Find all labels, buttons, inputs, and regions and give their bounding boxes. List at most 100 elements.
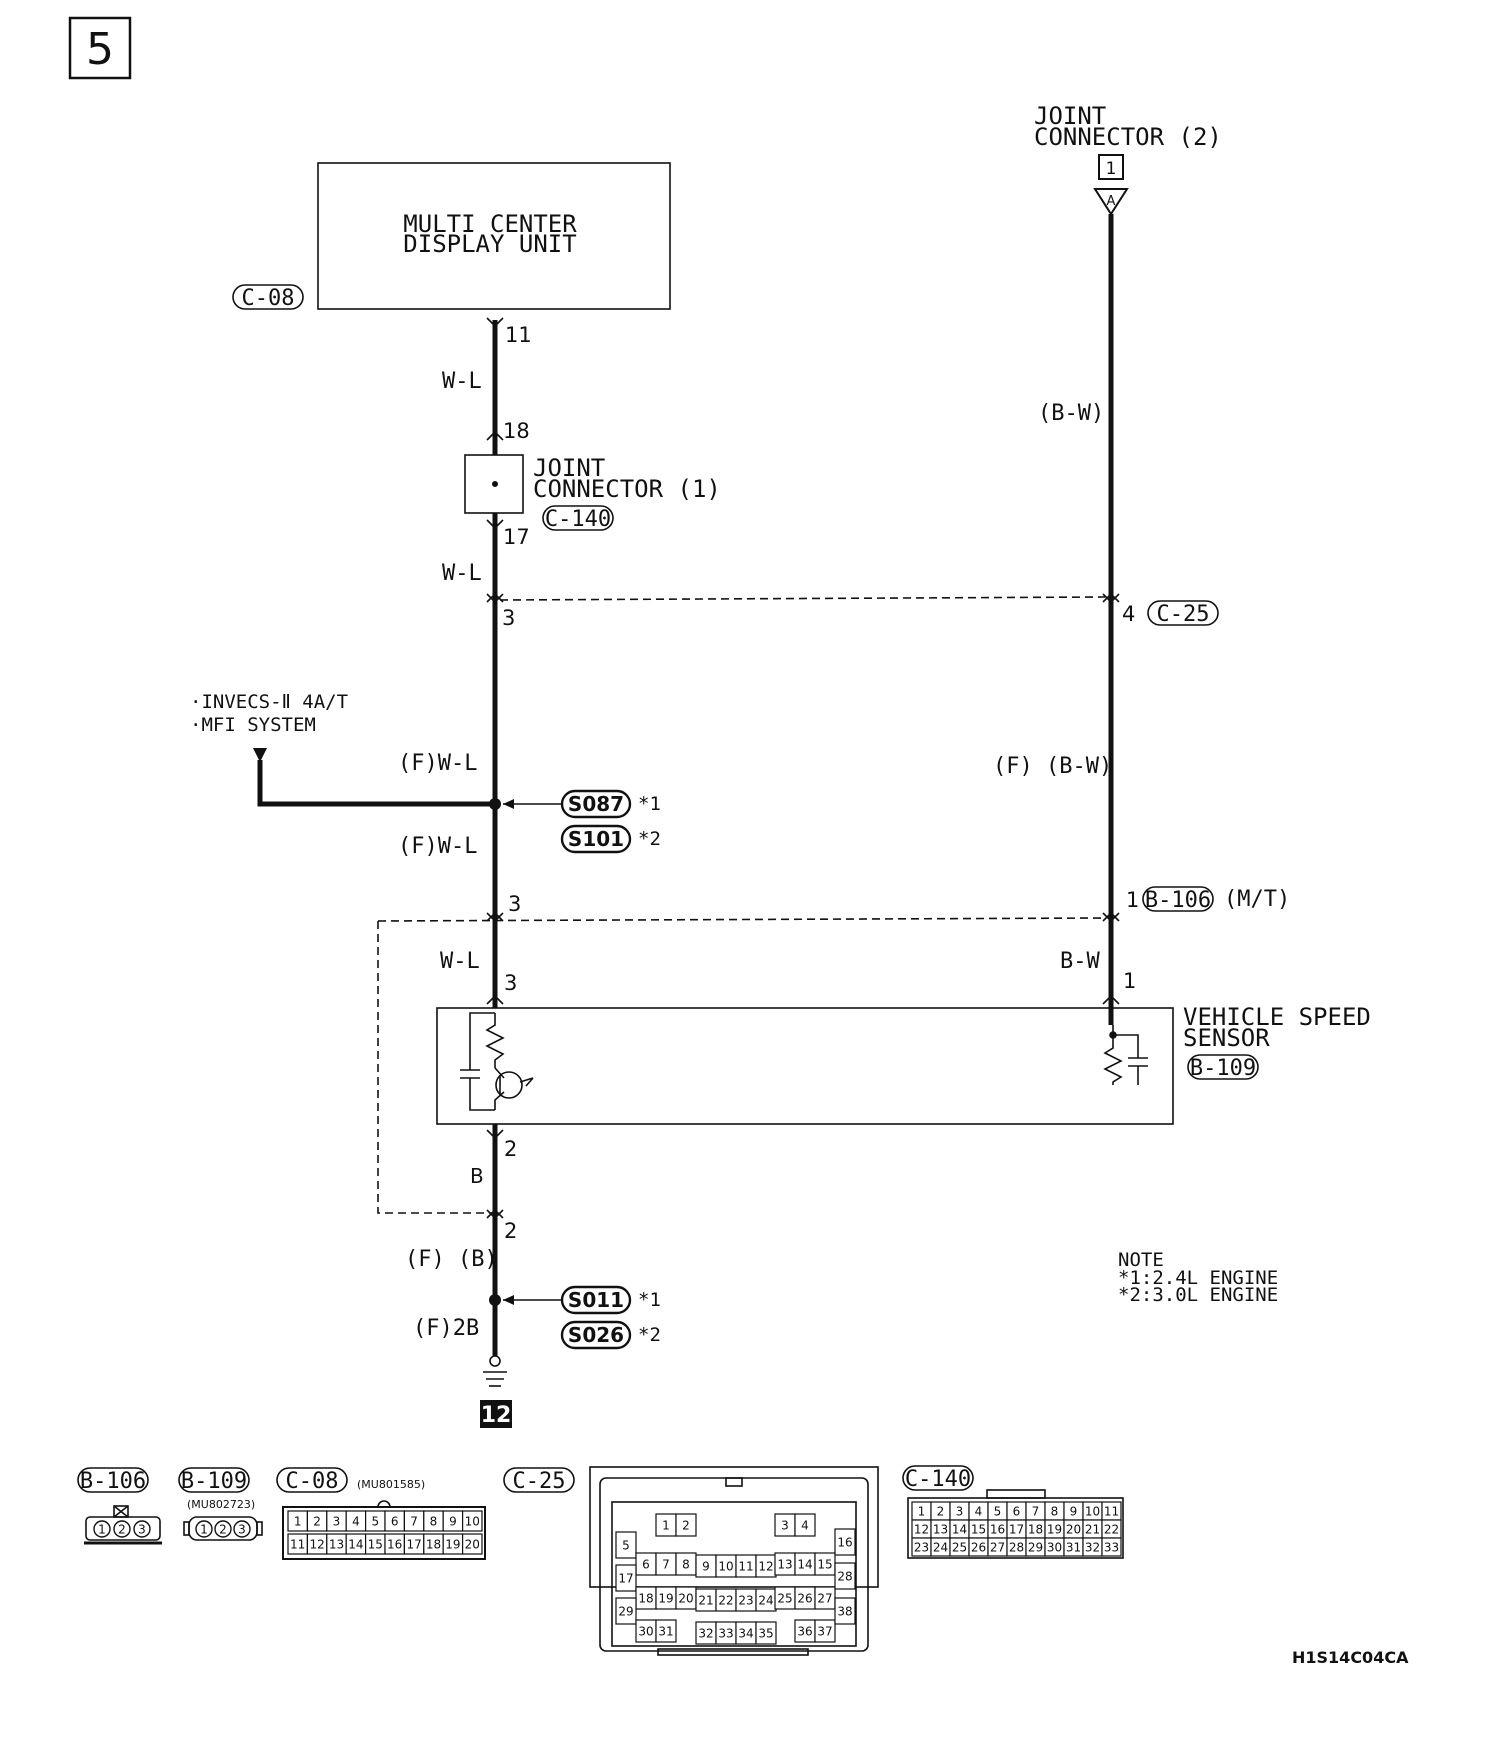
connector-c08-number: 19 [445, 1538, 460, 1552]
connector-c25-number: 25 [777, 1592, 792, 1606]
connector-c140-number: 31 [1066, 1541, 1081, 1555]
connector-c25-number: 1 [662, 1519, 670, 1533]
connector-c25-cell [655, 1619, 677, 1643]
connector-c140-number: 24 [933, 1541, 948, 1555]
connector-c08-cell [462, 1510, 483, 1532]
connector-c140-number: 6 [1013, 1505, 1021, 1519]
wire-color-b: B [470, 1164, 484, 1188]
wire-color-wl-2: W-L [442, 561, 482, 586]
view-label-c140: C-140 [905, 1467, 971, 1492]
connector-c140-number: 11 [1104, 1505, 1119, 1519]
terminal-mark [1102, 994, 1120, 1005]
terminal-mark [1102, 911, 1120, 923]
connector-c25-number: 7 [662, 1558, 670, 1572]
connector-c25-number: 8 [682, 1558, 690, 1572]
connector-c140-number: 17 [1009, 1523, 1024, 1537]
connector-c25-cell [834, 1597, 856, 1625]
connector-c140-number: 27 [990, 1541, 1005, 1555]
vehicle-speed-sensor-box [436, 1007, 1174, 1125]
splice-point-lower [489, 1294, 501, 1306]
connector-c25-number: 2 [682, 1519, 690, 1533]
connector-c08-number: 2 [313, 1515, 321, 1529]
connector-c08-number: 5 [371, 1515, 379, 1529]
display-unit-label-1: MULTI CENTER [403, 210, 577, 238]
connector-tag-b106 [1142, 886, 1214, 912]
connector-c08-number: 6 [391, 1515, 399, 1529]
connector-b106-number: 3 [138, 1523, 146, 1537]
joint-connector-2-letter: A [1107, 194, 1116, 209]
pin-left-2b: 2 [504, 1219, 517, 1243]
connector-c25-cell [755, 1621, 777, 1645]
splice-label-s026: S026 [568, 1323, 624, 1347]
connector-c25-cell [675, 1513, 697, 1537]
view-label-c25: C-25 [513, 1469, 566, 1494]
connector-c08-number: 16 [387, 1538, 402, 1552]
connector-c25-number: 16 [837, 1536, 852, 1550]
connector-c140-number: 7 [1032, 1505, 1040, 1519]
connector-c140-number: 2 [937, 1505, 945, 1519]
connector-c25-number: 30 [638, 1625, 653, 1639]
branch-arrow [253, 748, 267, 762]
splice-label-s101: S101 [568, 827, 624, 851]
splice-tag-s011 [560, 1285, 632, 1315]
connector-c25-cell [834, 1528, 856, 1556]
splice-mark-s101: *2 [638, 828, 661, 850]
view-label-b109: B-109 [181, 1469, 247, 1494]
wire-color-wl-3: W-L [440, 949, 480, 974]
joint-connector-2-label-1: JOINT [1034, 102, 1106, 130]
connector-b106-pin [133, 1520, 151, 1538]
connector-b109-pin [195, 1520, 213, 1538]
connector-c25-cell [615, 1531, 637, 1559]
connector-c25-number: 18 [638, 1592, 653, 1606]
wire-color-fwl-2: (F)W-L [398, 834, 477, 859]
connector-c08-number: 1 [294, 1515, 302, 1529]
view-part-c08: (MU801585) [357, 1478, 425, 1491]
dashed-loop-left [377, 921, 495, 1214]
splice-label-s011: S011 [568, 1288, 624, 1312]
connector-c08-number: 17 [406, 1538, 421, 1552]
connector-c25-number: 4 [801, 1519, 809, 1533]
joint-connector-1-label-2: CONNECTOR (1) [533, 475, 721, 503]
wire-color-fb: (F) (B) [405, 1247, 498, 1272]
pin-c140-18: 18 [503, 419, 530, 443]
connector-c25-number: 35 [758, 1627, 773, 1641]
splice-mark-s026: *2 [638, 1324, 661, 1346]
connector-c140-number: 16 [990, 1523, 1005, 1537]
connector-c140-number: 3 [956, 1505, 964, 1519]
connector-c140-number: 15 [971, 1523, 986, 1537]
splice-tag-s026 [560, 1320, 632, 1350]
connector-c25-number: 27 [817, 1592, 832, 1606]
wire-branch [257, 760, 495, 807]
connector-c25-cell [794, 1513, 816, 1537]
connector-c25-number: 17 [618, 1572, 633, 1586]
connector-b106-number: 2 [118, 1523, 126, 1537]
connector-b109-number: 3 [238, 1523, 246, 1537]
connector-face-c140-housing [907, 1489, 1124, 1559]
connector-c08-number: 20 [465, 1538, 480, 1552]
splice-label-s087: S087 [568, 792, 624, 816]
note-title: NOTE [1118, 1249, 1164, 1271]
display-unit-label-2: DISPLAY UNIT [403, 230, 576, 258]
joint-connector-2-arrow [1093, 188, 1129, 216]
view-tag-c25 [503, 1467, 575, 1493]
connector-label-c140: C-140 [545, 507, 611, 532]
pin-left-3c: 3 [504, 971, 517, 995]
splice-pointer-head [503, 1295, 514, 1305]
pin-c08-11: 11 [505, 323, 532, 347]
pin-left-3b: 3 [508, 892, 521, 916]
splice-mark-s011: *1 [638, 1289, 661, 1311]
connector-note-b106: (M/T) [1224, 887, 1290, 912]
connector-c25-number: 5 [622, 1539, 630, 1553]
connector-c08-number: 15 [368, 1538, 383, 1552]
connector-b109-number: 2 [219, 1523, 227, 1537]
view-tag-b109 [178, 1467, 250, 1493]
diagram-code: H1S14C04CA [1292, 1648, 1409, 1667]
connector-b106-pin [93, 1520, 111, 1538]
connector-c140-cell [1101, 1537, 1122, 1557]
connector-c08-number: 8 [430, 1515, 438, 1529]
connector-c25-number: 13 [777, 1558, 792, 1572]
wire-color-fbw: (F) (B-W) [993, 754, 1112, 779]
joint-connector-1-dot [492, 481, 498, 487]
sensor-circuit-right [1103, 1025, 1148, 1085]
